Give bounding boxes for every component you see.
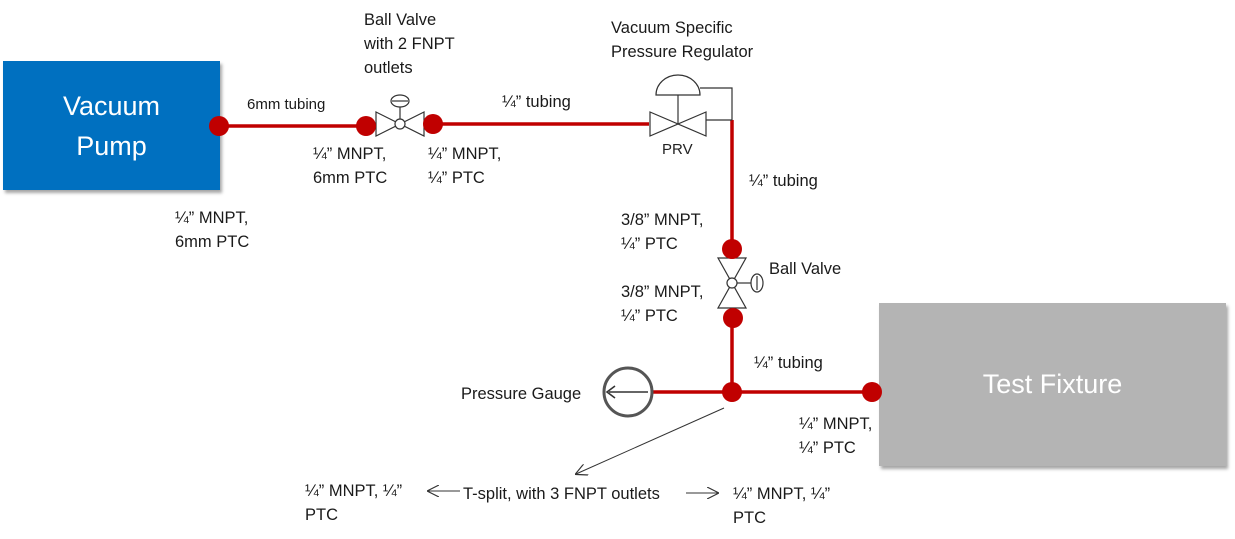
vacuum-pump-box: Vacuum Pump	[3, 61, 220, 190]
tubing-label-prv-down: ¼” tubing	[749, 172, 818, 190]
fitting-dot-valve2-in	[722, 239, 742, 259]
fitting-label-valve2-in: 3/8” MNPT, ¼” PTC	[621, 211, 704, 253]
ball-valve-1-label: Ball Valve with 2 FNPT outlets	[364, 11, 455, 77]
pressure-regulator-icon	[649, 74, 733, 137]
t-split-label: T-split, with 3 FNPT outlets	[463, 485, 660, 503]
fitting-dot-pump-outlet	[209, 116, 229, 136]
tubing-label-6mm: 6mm tubing	[247, 96, 326, 113]
tubing-label-to-fixture: ¼” tubing	[754, 354, 823, 372]
fitting-label-fixture-in: ¼” MNPT, ¼” PTC	[799, 415, 873, 457]
fitting-dot-valve1-out	[423, 114, 443, 134]
fitting-dot-valve1-in	[356, 116, 376, 136]
ball-valve-2-icon	[716, 257, 764, 309]
fitting-label-valve2-out: 3/8” MNPT, ¼” PTC	[621, 283, 704, 325]
fitting-label-tee-right: ¼” MNPT, ¼” PTC	[733, 485, 831, 527]
vacuum-pump-label: Vacuum Pump	[62, 90, 161, 161]
test-fixture-box: Test Fixture	[879, 303, 1226, 466]
fitting-label-pump-outlet: ¼” MNPT, 6mm PTC	[175, 209, 250, 251]
tubing-label-valve-to-prv: ¼” tubing	[502, 93, 571, 111]
ball-valve-2-label: Ball Valve	[769, 260, 842, 278]
pressure-gauge-icon	[602, 366, 654, 418]
fitting-dot-fixture-in	[862, 382, 882, 402]
fitting-label-valve1-in: ¼” MNPT, 6mm PTC	[313, 145, 388, 187]
fitting-dot-valve2-out	[723, 308, 743, 328]
fitting-label-tee-left: ¼” MNPT, ¼” PTC	[305, 482, 403, 524]
fitting-label-valve1-out: ¼” MNPT, ¼” PTC	[428, 145, 502, 187]
ball-valve-1-icon	[375, 94, 425, 137]
pressure-gauge-label: Pressure Gauge	[461, 385, 582, 403]
tee-pointer-arrow	[576, 407, 725, 474]
prv-title-label: Vacuum Specific Pressure Regulator	[611, 19, 754, 61]
fitting-dot-tee	[722, 382, 742, 402]
prv-tag: PRV	[662, 141, 693, 158]
test-fixture-label: Test Fixture	[982, 369, 1123, 399]
